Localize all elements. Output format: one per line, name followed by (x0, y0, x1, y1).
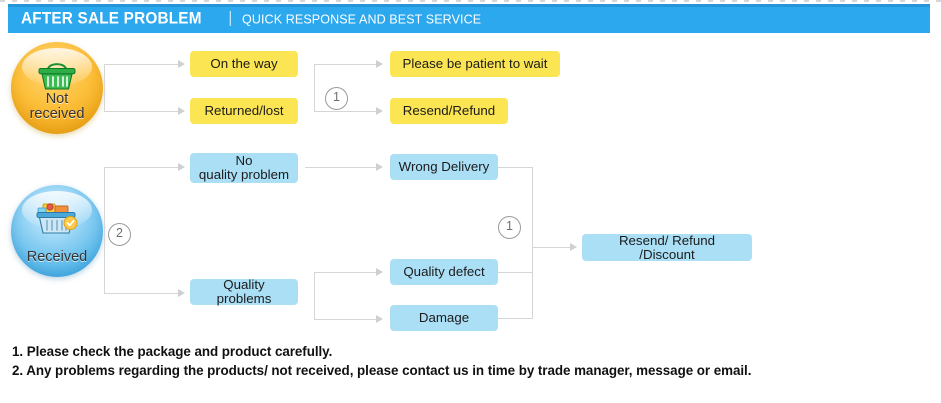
connector-not-received-to-returned-lost (104, 111, 178, 113)
connector-wrong-delivery-to-merge (498, 167, 533, 169)
shopping-basket-empty-icon (38, 63, 76, 90)
connector-received-to-no-quality-problem (104, 167, 178, 169)
badge-received-label: Received (26, 248, 88, 265)
connector-quality-defect-to-merge (498, 272, 533, 274)
badge-not-received: Not received (11, 42, 103, 134)
page-title: AFTER SALE PROBLEM (21, 9, 202, 27)
arrowhead-quality-defect (376, 268, 383, 276)
footer-notes: 1. Please check the package and product … (12, 342, 922, 380)
connector-no-quality-to-wrong-delivery (305, 167, 376, 169)
header-separator: | (228, 9, 233, 27)
connector-damage-to-merge (498, 318, 533, 320)
connector-not-received-to-on-the-way (104, 64, 178, 66)
node-returned-lost[interactable]: Returned/lost (190, 98, 298, 124)
node-no-quality-problem[interactable]: No quality problem (190, 153, 298, 183)
arrowhead-please-be-patient (376, 60, 383, 68)
connector-yellow-stage-vertical (314, 64, 316, 112)
arrowhead-resend-refund-discount (570, 243, 577, 251)
header-subtitle: QUICK RESPONSE AND BEST SERVICE (242, 11, 482, 26)
badge-label-line-2: received (29, 105, 85, 122)
node-quality-defect[interactable]: Quality defect (390, 259, 498, 285)
connector-quality-problems-split-vertical (314, 272, 316, 319)
node-label-line-1: No (235, 152, 253, 168)
connector-quality-problems-to-damage (314, 319, 376, 321)
connector-merge-vertical (532, 167, 534, 318)
node-label-stacked: No quality problem (198, 152, 290, 183)
arrowhead-returned-lost (178, 107, 185, 115)
top-divider (0, 0, 941, 2)
shopping-basket-full-icon (36, 203, 78, 234)
flowchart-stage: Not received (0, 33, 941, 338)
arrowhead-quality-problems (178, 289, 185, 297)
node-resend-refund-discount[interactable]: Resend/ Refund /Discount (582, 233, 752, 261)
node-label-line-2: quality problem (198, 167, 290, 182)
step-marker-1-yellow: 1 (325, 87, 348, 110)
connector-yellow-top-branch (314, 64, 376, 66)
node-wrong-delivery[interactable]: Wrong Delivery (390, 154, 498, 180)
node-damage[interactable]: Damage (390, 305, 498, 331)
arrowhead-damage (376, 315, 383, 323)
connector-merge-to-outcome (532, 247, 570, 249)
node-on-the-way[interactable]: On the way (190, 51, 298, 77)
connector-not-received-split-vertical (104, 64, 106, 112)
note-line-1: 1. Please check the package and product … (12, 344, 333, 359)
connector-received-to-quality-problems (104, 293, 178, 295)
arrowhead-no-quality-problem (178, 163, 185, 171)
connector-yellow-bottom-branch (314, 111, 376, 113)
node-quality-problems[interactable]: Quality problems (190, 278, 298, 306)
note-line-2: 2. Any problems regarding the products/ … (12, 363, 752, 378)
node-please-be-patient-to-wait[interactable]: Please be patient to wait (390, 51, 560, 77)
arrowhead-resend-refund (376, 107, 383, 115)
header-banner: AFTER SALE PROBLEM | QUICK RESPONSE AND … (8, 4, 930, 33)
badge-label-line-1: Not (45, 91, 69, 107)
arrowhead-wrong-delivery (376, 163, 383, 171)
arrowhead-on-the-way (178, 60, 185, 68)
header-content: AFTER SALE PROBLEM | QUICK RESPONSE AND … (21, 9, 494, 28)
badge-not-received-label: Not received (30, 92, 85, 121)
step-marker-2-blue: 2 (108, 223, 131, 246)
badge-received: Received (11, 185, 103, 277)
step-marker-1-blue: 1 (498, 216, 521, 239)
connector-received-split-vertical (104, 167, 106, 293)
node-resend-refund[interactable]: Resend/Refund (390, 98, 508, 124)
connector-quality-problems-to-quality-defect (314, 272, 376, 274)
